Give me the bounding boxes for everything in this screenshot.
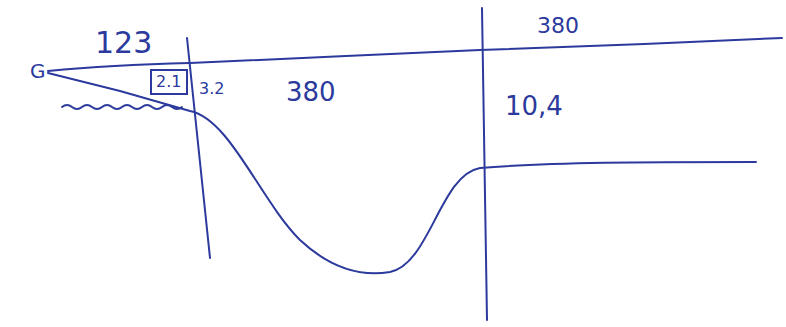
value-label: 380 bbox=[286, 78, 336, 107]
value-label: 10,4 bbox=[505, 92, 563, 121]
section-line bbox=[482, 8, 487, 320]
section-line bbox=[187, 38, 210, 258]
profile-line bbox=[48, 73, 756, 273]
value-label: 380 bbox=[537, 14, 579, 38]
point-label: G bbox=[30, 60, 46, 82]
dimension-label: 123 bbox=[95, 26, 152, 59]
surface-line bbox=[48, 38, 782, 71]
boxed-value: 2.1 bbox=[150, 69, 188, 95]
value-label: 3.2 bbox=[199, 80, 224, 98]
boxed-value-text: 2.1 bbox=[156, 73, 182, 91]
wavy-line bbox=[62, 105, 182, 109]
